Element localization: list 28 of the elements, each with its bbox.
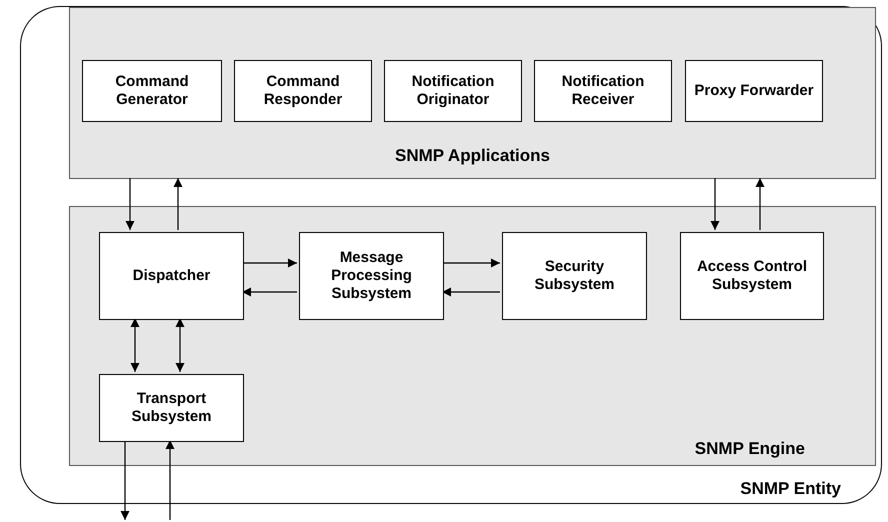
arrow [176, 318, 184, 372]
arrow [242, 258, 297, 268]
panel-title: SNMP Applications [395, 146, 550, 166]
component-box: Message Processing Subsystem [299, 232, 444, 320]
arrow [442, 288, 500, 296]
arrow [126, 178, 134, 230]
arrow [130, 318, 140, 372]
entity-frame [20, 6, 882, 504]
arrow [756, 178, 764, 230]
panel-title: SNMP Engine [694, 439, 805, 459]
arrow [120, 440, 130, 520]
arrow [242, 288, 297, 296]
applications-panel [69, 7, 876, 179]
component-box: Dispatcher [99, 232, 244, 320]
arrow [442, 258, 500, 268]
engine-panel [69, 206, 876, 466]
component-box: Transport Subsystem [99, 374, 244, 442]
component-box: Access Control Subsystem [680, 232, 824, 320]
component-box: Command Generator [82, 60, 222, 122]
arrow [174, 178, 182, 230]
component-box: Security Subsystem [502, 232, 647, 320]
component-box: Command Responder [234, 60, 372, 122]
panel-title: SNMP Entity [740, 479, 841, 499]
component-box: Proxy Forwarder [685, 60, 823, 122]
arrow [166, 440, 174, 520]
component-box: Notification Originator [384, 60, 522, 122]
arrow [710, 178, 720, 230]
component-box: Notification Receiver [534, 60, 672, 122]
